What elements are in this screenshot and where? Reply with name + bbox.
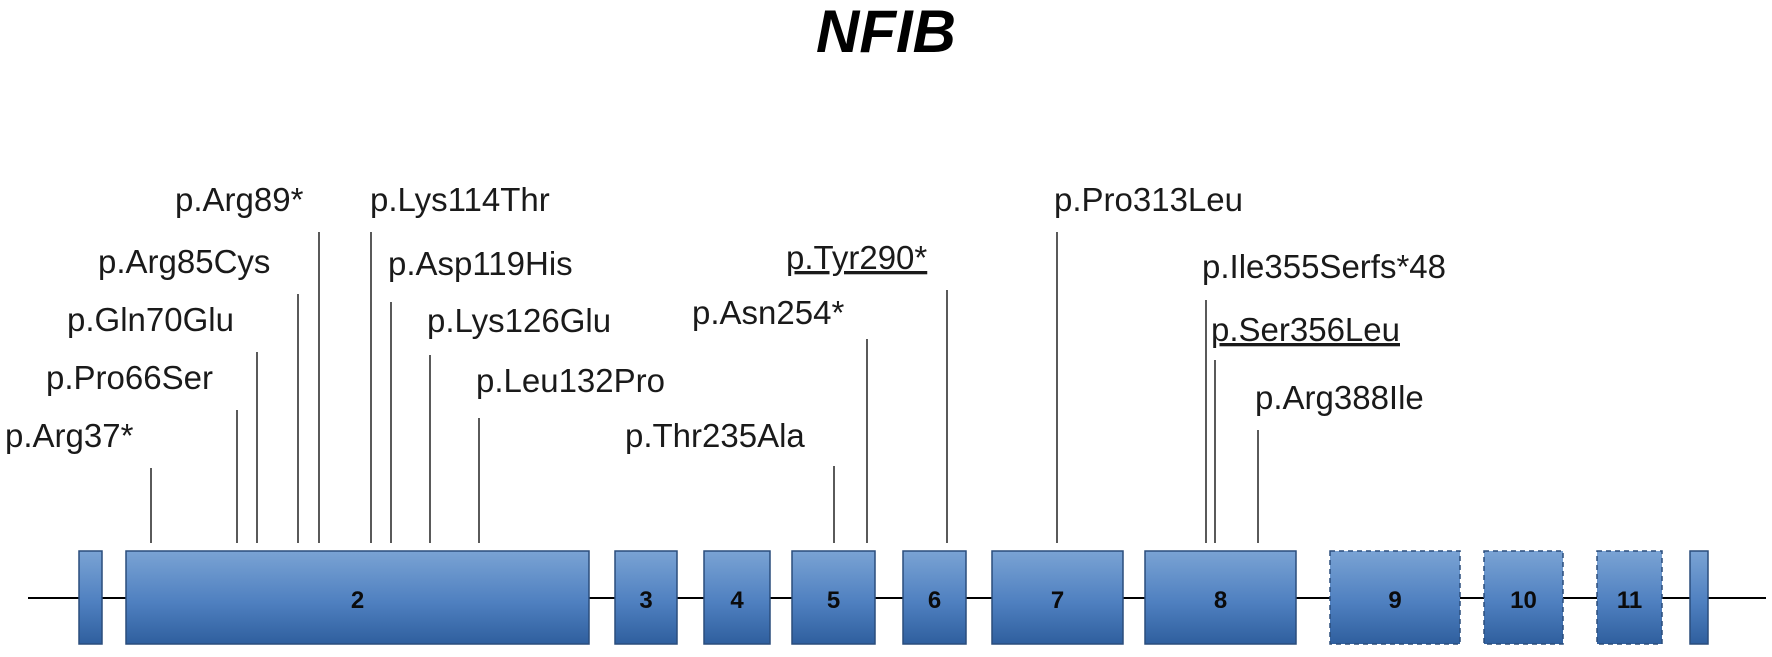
variant-pro313leu: p.Pro313Leu bbox=[1054, 181, 1243, 543]
exon-number: 8 bbox=[1214, 587, 1227, 614]
variant-label: p.Pro66Ser bbox=[46, 359, 213, 396]
variant-label: p.Arg89* bbox=[175, 181, 304, 218]
variant-label: p.Tyr290* bbox=[786, 239, 927, 276]
variant-label: p.Thr235Ala bbox=[625, 417, 805, 454]
variant-label: p.Asp119His bbox=[388, 245, 573, 282]
variant-pro66ser: p.Pro66Ser bbox=[46, 359, 238, 543]
variant-lys114thr: p.Lys114Thr bbox=[370, 181, 550, 543]
exon-number: 6 bbox=[928, 587, 941, 614]
variant-thr235ala: p.Thr235Ala bbox=[625, 417, 835, 543]
exon-6: 6 bbox=[902, 550, 967, 645]
variant-label: p.Leu132Pro bbox=[476, 362, 665, 399]
variant-label: p.Arg388Ile bbox=[1255, 379, 1424, 416]
exon-3: 3 bbox=[614, 550, 678, 645]
exon-box bbox=[1483, 550, 1564, 645]
exon-number: 5 bbox=[827, 587, 840, 614]
variant-arg388ile: p.Arg388Ile bbox=[1255, 379, 1424, 543]
exon-box bbox=[703, 550, 771, 645]
exon-box bbox=[78, 550, 103, 645]
exon-box bbox=[614, 550, 678, 645]
variant-asn254: p.Asn254* bbox=[692, 294, 868, 543]
exon-number: 9 bbox=[1388, 587, 1401, 614]
exon-4: 4 bbox=[703, 550, 771, 645]
exon-11: 11 bbox=[1596, 550, 1663, 645]
variant-ser356leu: p.Ser356Leu bbox=[1211, 311, 1400, 543]
variant-label: p.Ile355Serfs*48 bbox=[1202, 248, 1446, 285]
exon-number: 11 bbox=[1617, 587, 1642, 614]
gene-title: NFIB bbox=[816, 0, 956, 65]
exon-8: 8 bbox=[1144, 550, 1297, 645]
exon-5: 5 bbox=[791, 550, 876, 645]
variant-label: p.Arg37* bbox=[5, 417, 134, 454]
exon-box bbox=[1596, 550, 1663, 645]
exon-2: 2 bbox=[125, 550, 590, 645]
exon-box bbox=[991, 550, 1124, 645]
variant-label: p.Lys114Thr bbox=[370, 181, 550, 218]
variant-arg37: p.Arg37* bbox=[5, 417, 152, 543]
exon-number: 10 bbox=[1510, 587, 1537, 614]
exon-10: 10 bbox=[1483, 550, 1564, 645]
variant-lys126glu: p.Lys126Glu bbox=[427, 302, 611, 543]
exon-12 bbox=[1689, 550, 1709, 645]
variant-label: p.Asn254* bbox=[692, 294, 844, 331]
variant-gln70glu: p.Gln70Glu bbox=[67, 301, 258, 543]
exon-box bbox=[902, 550, 967, 645]
exon-9: 9 bbox=[1329, 550, 1461, 645]
exon-number: 3 bbox=[639, 587, 652, 614]
exon-box bbox=[1144, 550, 1297, 645]
exon-box bbox=[1689, 550, 1709, 645]
variant-tyr290: p.Tyr290* bbox=[786, 239, 948, 543]
variant-arg89: p.Arg89* bbox=[175, 181, 320, 543]
variant-label: p.Ser356Leu bbox=[1211, 311, 1400, 348]
exon-number: 2 bbox=[351, 587, 364, 614]
exon-1 bbox=[78, 550, 103, 645]
variant-asp119his: p.Asp119His bbox=[388, 245, 573, 543]
variant-label: p.Pro313Leu bbox=[1054, 181, 1243, 218]
variant-leu132pro: p.Leu132Pro bbox=[476, 362, 665, 543]
variant-ile355serfs: p.Ile355Serfs*48 bbox=[1202, 248, 1446, 543]
exon-number: 4 bbox=[730, 587, 744, 614]
variant-label: p.Arg85Cys bbox=[98, 243, 270, 280]
variant-label: p.Lys126Glu bbox=[427, 302, 611, 339]
exons: 2 3 4 5 6 7 8 9 10 11 bbox=[78, 550, 1709, 645]
variant-arg85cys: p.Arg85Cys bbox=[98, 243, 299, 543]
exon-box bbox=[1329, 550, 1461, 645]
exon-box bbox=[791, 550, 876, 645]
exon-7: 7 bbox=[991, 550, 1124, 645]
variants: p.Arg37* p.Pro66Ser p.Gln70Glu p.Arg85Cys p.… bbox=[5, 181, 1446, 543]
variant-label: p.Gln70Glu bbox=[67, 301, 234, 338]
exon-number: 7 bbox=[1051, 587, 1064, 614]
exon-box bbox=[125, 550, 590, 645]
